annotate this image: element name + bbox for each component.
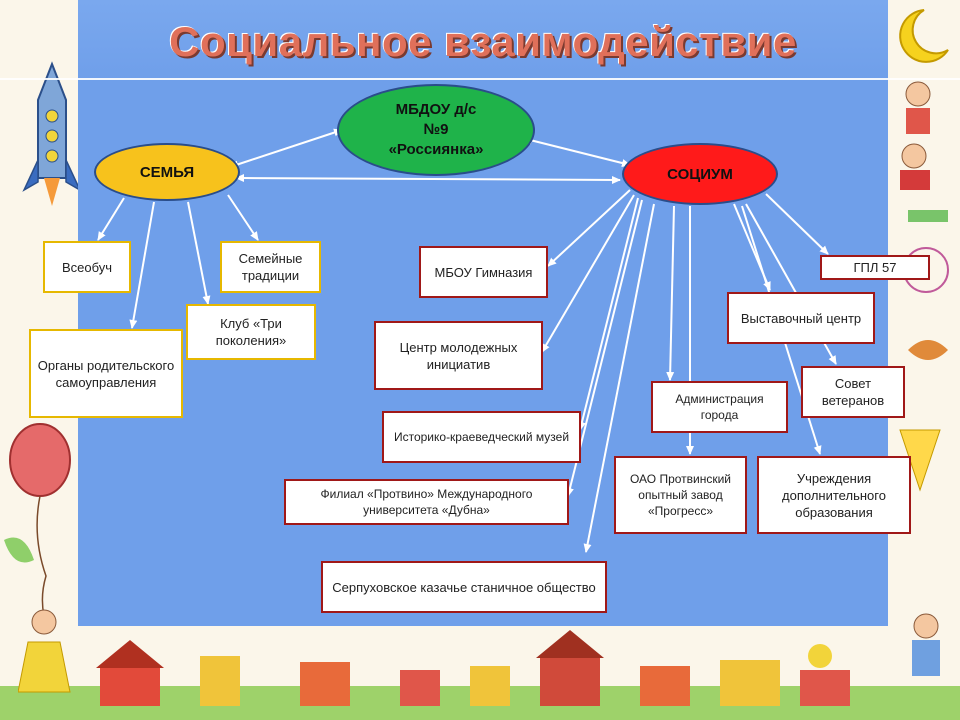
- girl-drawing-icon: [18, 609, 71, 693]
- arrow-family-socium: [235, 174, 621, 184]
- family-item-parent-self-government: Органы родительского самоуправления: [29, 329, 183, 418]
- family-item-three-generations-club: Клуб «Три поколения»: [186, 304, 316, 360]
- center-node-mbdou: МБДОУ д/с №9 «Россиянка»: [337, 84, 535, 176]
- socium-node-label: СОЦИУМ: [667, 165, 733, 183]
- center-node-line-2: №9: [423, 121, 449, 138]
- arrow-socium-youth: [541, 194, 635, 353]
- arrow-socium-gymnasium: [547, 189, 631, 267]
- socium-item-gpl57: ГПЛ 57: [820, 255, 930, 280]
- arrow-family-club: [187, 201, 211, 305]
- arrow-socium-admin: [666, 205, 675, 381]
- arrow-socium-museum: [578, 197, 639, 431]
- title-divider: [0, 78, 960, 80]
- center-node-line-1: МБДОУ д/с: [395, 101, 477, 118]
- arrow-family-vseobuch: [97, 197, 125, 241]
- socium-item-museum: Историко-краеведческий музей: [382, 411, 581, 463]
- socium-item-city-administration: Администрация города: [651, 381, 788, 433]
- socium-item-gymnasium: МБОУ Гимназия: [419, 246, 548, 298]
- socium-item-extra-education: Учреждения дополнительного образования: [757, 456, 911, 534]
- toys-drawing-icon: [899, 81, 949, 492]
- family-item-vseobuch: Всеобуч: [43, 241, 131, 293]
- arrow-family-traditions: [227, 194, 259, 241]
- balloon-drawing-icon: [4, 423, 71, 617]
- title-band: [78, 0, 888, 80]
- arrow-center-socium: [523, 136, 631, 167]
- socium-item-dubna-branch: Филиал «Протвино» Международного универс…: [284, 479, 569, 525]
- socium-item-cossack-society: Серпуховское казачье станичное общество: [321, 561, 607, 613]
- town-drawing-icon: [0, 630, 960, 720]
- boy-drawing-icon: [912, 613, 940, 676]
- family-node-label: СЕМЬЯ: [139, 163, 195, 181]
- socium-item-youth-center: Центр молодежных инициатив: [374, 321, 543, 390]
- rocket-drawing-icon: [22, 61, 82, 206]
- arrow-family-organs: [129, 201, 155, 329]
- socium-item-exhibition-center: Выставочный центр: [727, 292, 875, 344]
- socium-node: СОЦИУМ: [622, 143, 778, 205]
- arrow-center-family: [229, 128, 343, 169]
- family-node: СЕМЬЯ: [94, 143, 240, 201]
- socium-item-progress-plant: ОАО Протвинский опытный завод «Прогресс»: [614, 456, 747, 534]
- moon-drawing-icon: [899, 9, 949, 63]
- page-title: Социальное взаимодействие: [169, 18, 797, 65]
- arrow-socium-gpl: [765, 193, 829, 255]
- center-node-line-3: «Россиянка»: [388, 141, 484, 158]
- arrow-socium-cossack: [583, 203, 655, 553]
- family-item-traditions: Семейные традиции: [220, 241, 321, 293]
- socium-item-veterans-council: Совет ветеранов: [801, 366, 905, 418]
